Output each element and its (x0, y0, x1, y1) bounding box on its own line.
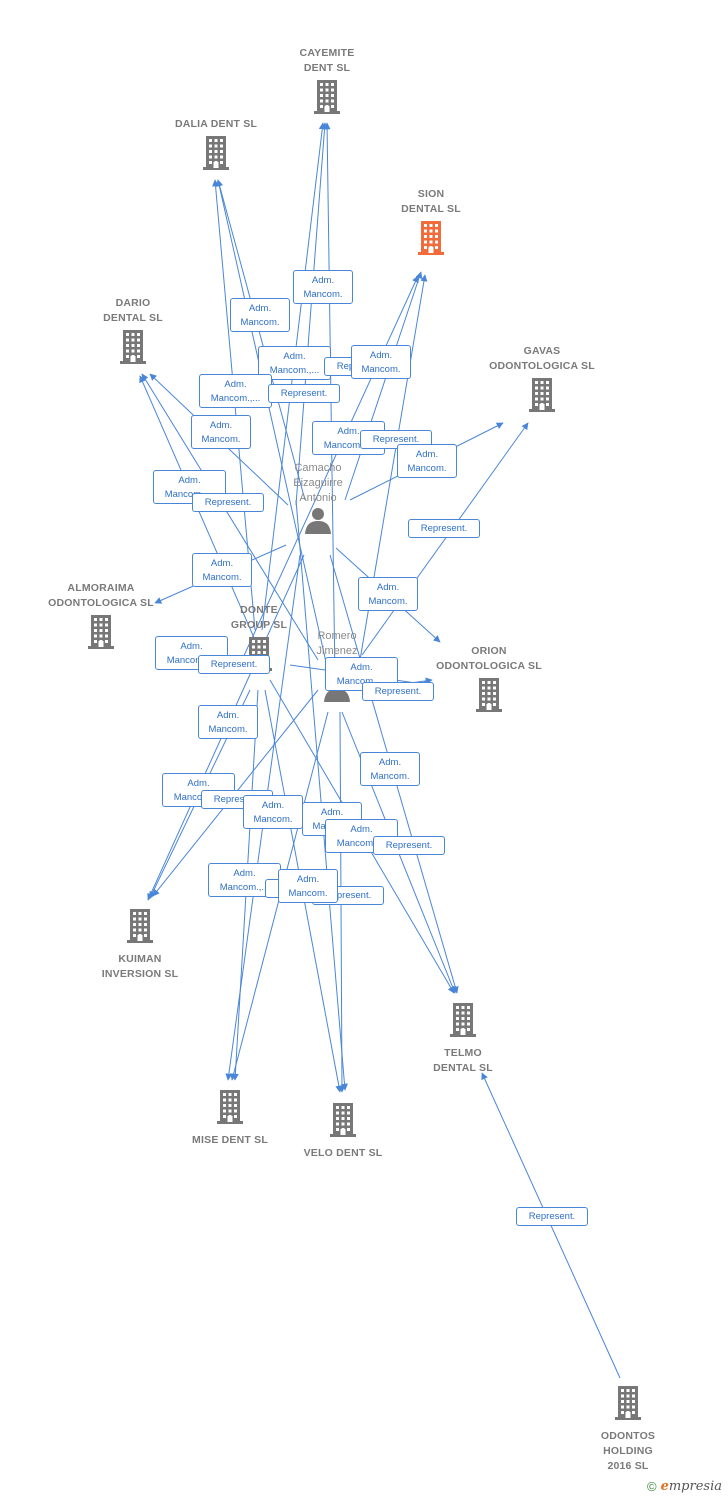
building-icon (314, 80, 340, 114)
edge-line (216, 179, 306, 501)
edge-label[interactable]: Adm. Mancom. (198, 705, 258, 739)
building-icon (330, 1103, 356, 1142)
company-node-kuiman[interactable]: KUIMAN INVERSION SL (65, 909, 215, 982)
person-icon (305, 508, 331, 534)
edge-line (295, 499, 348, 1091)
footer: © empresia (647, 1479, 722, 1494)
edge-label[interactable]: Adm. Mancom. (278, 869, 338, 903)
edge-label[interactable]: Adm. Mancom. (243, 795, 303, 829)
building-icon (615, 1386, 641, 1420)
company-label: DARIO DENTAL SL (103, 297, 163, 324)
edge-label[interactable]: Adm. Mancom. (360, 752, 420, 786)
building-icon (217, 1090, 243, 1129)
building-icon (450, 1003, 476, 1042)
company-label: MISE DENT SL (192, 1134, 268, 1146)
edge-label[interactable]: Adm. Mancom. (230, 298, 290, 332)
company-label: KUIMAN INVERSION SL (101, 953, 179, 980)
edge-line (241, 275, 419, 661)
company-node-cayemite[interactable]: CAYEMITE DENT SL (252, 46, 402, 119)
edge-label[interactable]: Represent. (268, 384, 340, 403)
edge-label[interactable]: Adm. Mancom.,... (312, 421, 385, 455)
edge-label[interactable]: Adm. Mancom. (397, 444, 457, 478)
company-label: CAYEMITE DENT SL (299, 47, 355, 74)
edge-label[interactable]: Represent. (373, 836, 445, 855)
building-icon (217, 1090, 243, 1124)
company-node-dalia[interactable]: DALIA DENT SL (141, 117, 291, 175)
company-label: DONTE GROUP SL (230, 604, 288, 631)
edge-label[interactable]: Represent. (198, 655, 270, 674)
building-icon (120, 330, 146, 364)
building-icon (314, 80, 340, 119)
edge-line (141, 373, 319, 661)
building-icon (203, 136, 229, 170)
brand-logo[interactable]: empresia (660, 1479, 722, 1494)
building-icon (203, 136, 229, 175)
company-label: VELO DENT SL (303, 1147, 383, 1159)
building-icon (450, 1003, 476, 1037)
person-icon (304, 506, 332, 539)
company-node-almoraima[interactable]: ALMORAIMA ODONTOLOGICA SL (26, 581, 176, 654)
person-node-camacho[interactable]: Camacho Eizaguirre Antonio (268, 461, 368, 539)
edge-line (215, 179, 331, 681)
company-node-mise[interactable]: MISE DENT SL (155, 1090, 305, 1148)
building-icon (120, 330, 146, 369)
company-node-velo[interactable]: VELO DENT SL (268, 1103, 418, 1161)
person-label: Camacho Eizaguirre Antonio (293, 462, 343, 504)
building-icon (88, 615, 114, 649)
company-label: DALIA DENT SL (174, 118, 258, 130)
company-label: ODONTOS HOLDING 2016 SL (600, 1430, 656, 1472)
edge-label[interactable]: Represent. (192, 493, 264, 512)
company-label: ORION ODONTOLOGICA SL (436, 645, 542, 672)
edge-label[interactable]: Adm. Mancom. (192, 553, 252, 587)
building-icon (127, 909, 153, 948)
edge-label[interactable]: Adm. Mancom. (293, 270, 353, 304)
building-icon (88, 615, 114, 654)
building-icon (615, 1386, 641, 1425)
building-icon (529, 378, 555, 417)
company-node-dario[interactable]: DARIO DENTAL SL (58, 296, 208, 369)
company-node-telmo[interactable]: TELMO DENTAL SL (388, 1003, 538, 1076)
edge-line (344, 271, 423, 501)
building-icon (529, 378, 555, 412)
edge-label[interactable]: Represent. (362, 682, 434, 701)
edge-line (361, 422, 529, 656)
company-label: SION DENTAL SL (401, 188, 461, 215)
building-icon (418, 221, 444, 255)
building-icon (476, 678, 502, 712)
edge-label[interactable]: Represent. (516, 1207, 588, 1226)
edge-label[interactable]: Adm. Mancom.,... (199, 374, 272, 408)
company-label: ALMORAIMA ODONTOLOGICA SL (48, 582, 154, 609)
edge-label[interactable]: Adm. Mancom. (351, 345, 411, 379)
edge-line (295, 122, 329, 506)
edges (139, 122, 621, 1379)
building-icon (330, 1103, 356, 1137)
edge-label[interactable]: Adm. Mancom. (358, 577, 418, 611)
company-node-orion[interactable]: ORION ODONTOLOGICA SL (414, 644, 564, 717)
edge-label[interactable]: Represent. (408, 519, 480, 538)
company-label: GAVAS ODONTOLOGICA SL (489, 345, 595, 372)
company-node-odontos[interactable]: ODONTOS HOLDING 2016 SL (553, 1386, 703, 1474)
edge-label[interactable]: Adm. Mancom. (191, 415, 251, 449)
building-icon (476, 678, 502, 717)
company-label: TELMO DENTAL SL (433, 1047, 493, 1074)
company-node-sion[interactable]: SION DENTAL SL (356, 187, 506, 260)
company-node-gavas[interactable]: GAVAS ODONTOLOGICA SL (467, 344, 617, 417)
building-icon (418, 221, 444, 260)
copyright-symbol: © (646, 1479, 657, 1494)
building-icon (127, 909, 153, 943)
